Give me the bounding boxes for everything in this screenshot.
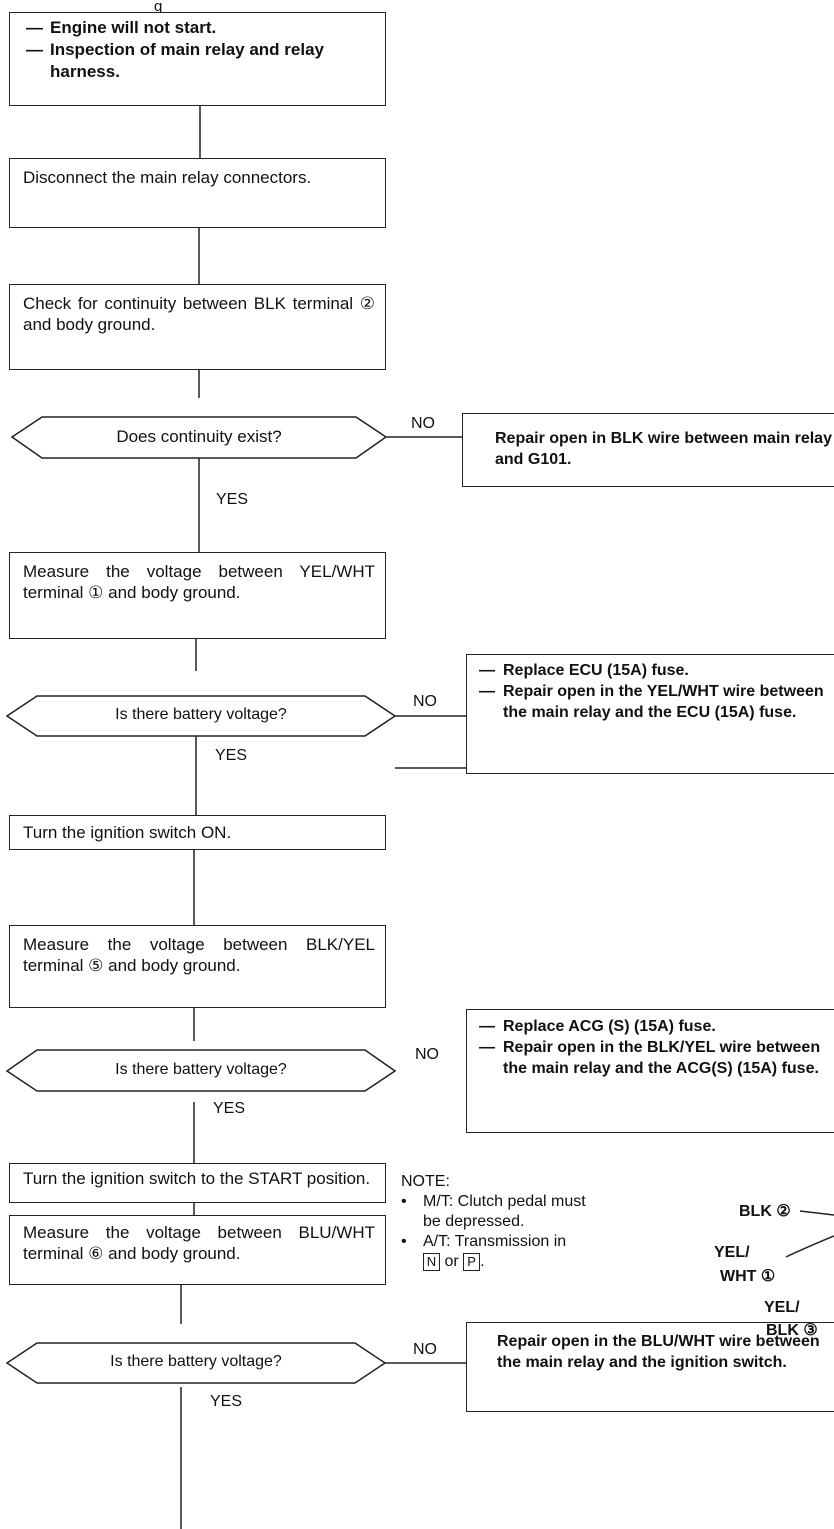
step-disconnect-text: Disconnect the main relay connectors. — [23, 168, 312, 187]
connector-leader-yel1 — [785, 1235, 834, 1258]
decision-shape-battery-2 — [5, 1049, 397, 1092]
decision-shape-continuity — [10, 416, 388, 459]
page-heading-fragment: g — [154, 0, 163, 15]
yes-label-1: YES — [216, 491, 249, 508]
decision-continuity: Does continuity exist? — [116, 427, 282, 446]
start-box: —Engine will not start. —Inspection of m… — [9, 12, 386, 106]
no-label-4: NO — [413, 1341, 437, 1358]
no-label-2: NO — [413, 693, 437, 710]
step-ignition-start: Turn the ignition switch to the START po… — [9, 1163, 386, 1203]
decision-battery-3: Is there battery voltage? — [110, 1353, 282, 1370]
step-disconnect: Disconnect the main relay connectors. — [9, 158, 386, 228]
connector-label-yel1-line1: YEL/ — [714, 1244, 750, 1261]
step-measure-blk-yel-text: Measure the voltage between BLK/YEL term… — [23, 935, 375, 975]
step-measure-blu-wht: Measure the voltage between BLU/WHT term… — [9, 1215, 386, 1285]
start-item-1: Engine will not start. — [50, 18, 217, 37]
step-ignition-on: Turn the ignition switch ON. — [9, 815, 386, 850]
start-item-2: Inspection of main relay and relay harne… — [50, 40, 324, 81]
action-ecu-fuse: —Replace ECU (15A) fuse. —Repair open in… — [466, 654, 834, 774]
decision-battery-1: Is there battery voltage? — [115, 706, 287, 723]
connector-label-blk2: BLK ② — [739, 1203, 791, 1220]
connector-label-yel3-line1: YEL/ — [764, 1299, 800, 1316]
note-at-prefix: A/T: Transmission in — [423, 1233, 567, 1250]
no-label-1: NO — [411, 415, 435, 432]
step-measure-blk-yel: Measure the voltage between BLK/YEL term… — [9, 925, 386, 1008]
note-at-or: or — [444, 1253, 459, 1270]
no-label-3: NO — [415, 1046, 439, 1063]
connector-label-yel1-line2: WHT ① — [720, 1268, 776, 1285]
key-p-icon: P — [463, 1253, 481, 1271]
step-measure-yel-wht: Measure the voltage between YEL/WHT term… — [9, 552, 386, 639]
connector-label-yel3-line2: BLK ③ — [766, 1322, 818, 1339]
action-acg-fuse: —Replace ACG (S) (15A) fuse. —Repair ope… — [466, 1009, 834, 1133]
action-ecu-fuse-item-1: Replace ECU (15A) fuse. — [503, 662, 689, 679]
note-at-end: . — [480, 1253, 485, 1270]
action-ecu-fuse-item-2: Repair open in the YEL/WHT wire between … — [503, 683, 824, 721]
action-repair-blu-wht: Repair open in the BLU/WHT wire between … — [466, 1322, 834, 1412]
key-n-icon: N — [423, 1253, 440, 1271]
step-ignition-on-text: Turn the ignition switch ON. — [23, 823, 232, 842]
note-mt: M/T: Clutch pedal must be depressed. — [423, 1193, 586, 1230]
step-check-continuity: Check for continuity between BLK termina… — [9, 284, 386, 370]
note-at: A/T: Transmission in N or P. — [423, 1232, 566, 1272]
yes-label-4: YES — [210, 1393, 243, 1410]
step-check-continuity-text: Check for continuity between BLK termina… — [23, 294, 375, 334]
note-block: NOTE: •M/T: Clutch pedal must be depress… — [401, 1172, 591, 1272]
note-title: NOTE: — [401, 1173, 450, 1190]
decision-shape-battery-3 — [5, 1342, 387, 1384]
decision-shape-battery-1 — [5, 695, 397, 737]
yes-label-3: YES — [213, 1100, 246, 1117]
step-ignition-start-text: Turn the ignition switch to the START po… — [23, 1169, 371, 1188]
action-repair-blk: Repair open in BLK wire between main rel… — [462, 413, 834, 487]
action-acg-fuse-item-2: Repair open in the BLK/YEL wire between … — [503, 1039, 821, 1077]
action-repair-blu-wht-text: Repair open in the BLU/WHT wire between … — [497, 1333, 820, 1371]
connector-leader-blk2 — [799, 1210, 834, 1216]
step-measure-yel-wht-text: Measure the voltage between YEL/WHT term… — [23, 562, 375, 602]
decision-battery-2: Is there battery voltage? — [115, 1061, 287, 1078]
yes-label-2: YES — [215, 747, 248, 764]
action-acg-fuse-item-1: Replace ACG (S) (15A) fuse. — [503, 1018, 716, 1035]
action-repair-blk-text: Repair open in BLK wire between main rel… — [495, 430, 832, 468]
step-measure-blu-wht-text: Measure the voltage between BLU/WHT term… — [23, 1223, 375, 1263]
